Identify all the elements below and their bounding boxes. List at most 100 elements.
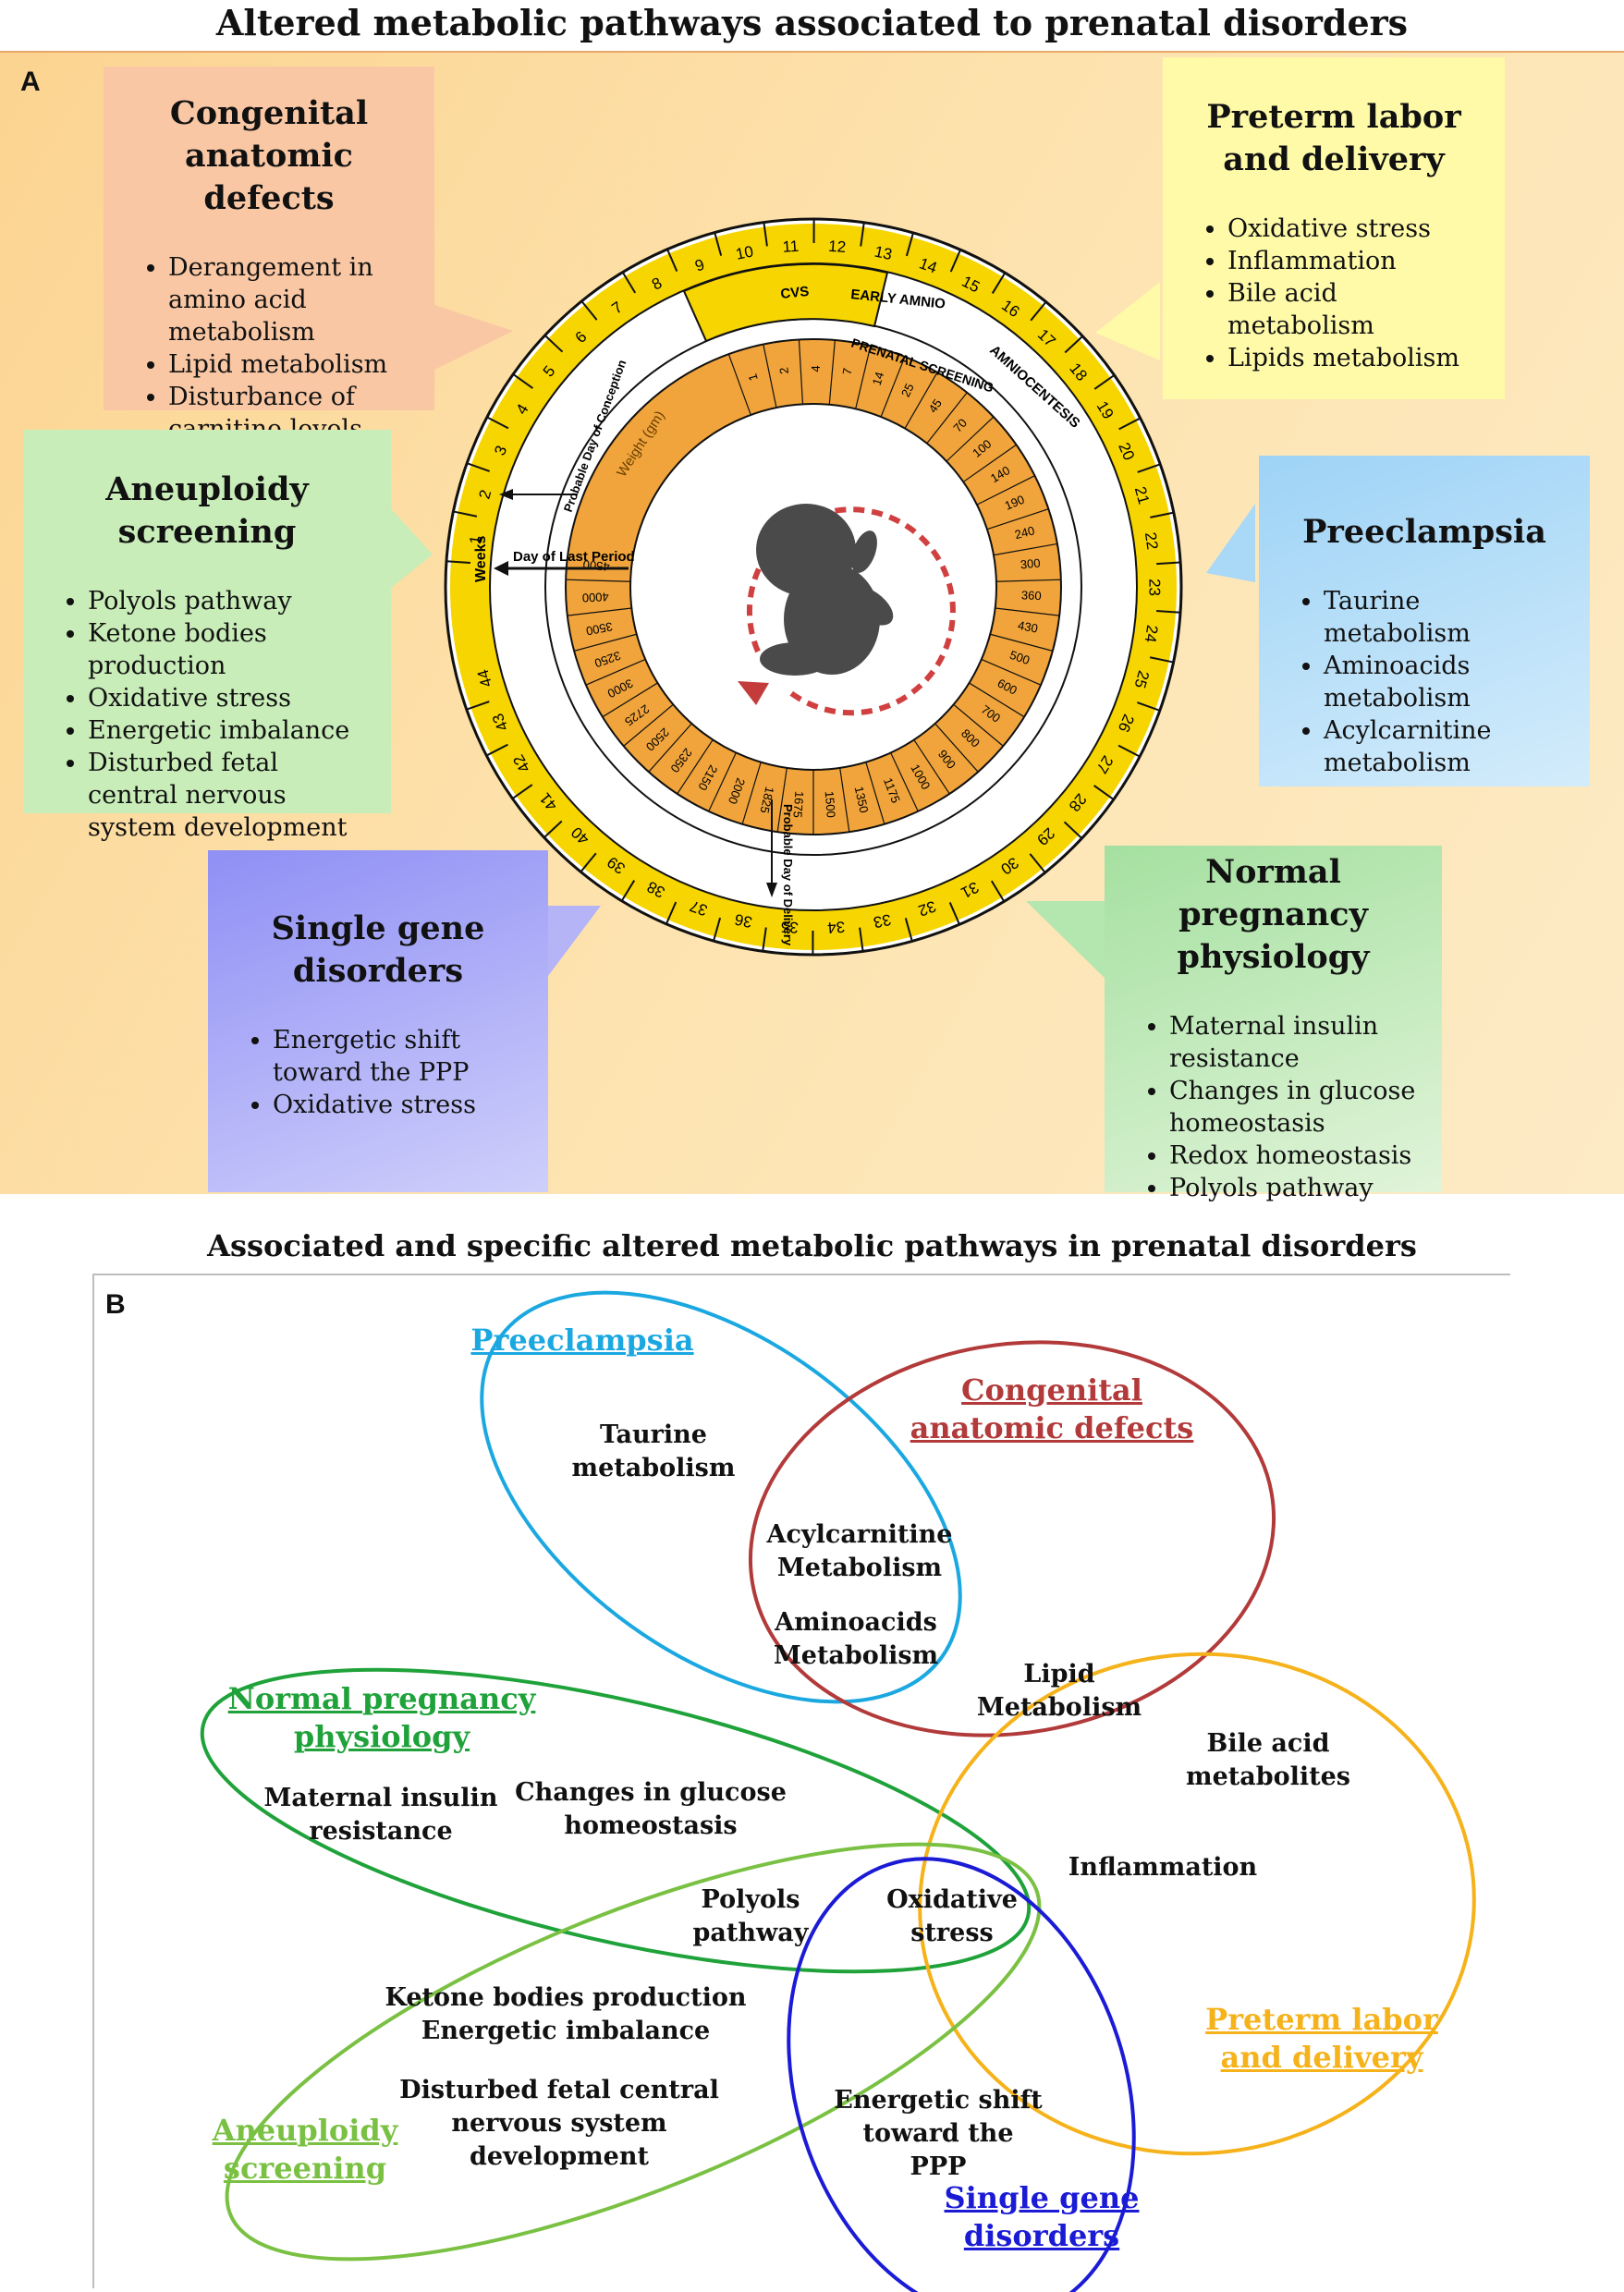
venn-item-line: Energetic shift xyxy=(834,2086,1043,2115)
week-tick xyxy=(1118,417,1142,431)
week-tick xyxy=(762,927,767,952)
venn-item-line: nervous system xyxy=(451,2109,667,2138)
venn-item-line: metabolites xyxy=(1186,1762,1350,1791)
week-label: 35 xyxy=(780,918,799,936)
week-label: 21 xyxy=(1131,484,1153,506)
pathway-item: Disturbed fetal central nervous system d… xyxy=(88,747,371,844)
weight-cell-divider xyxy=(913,739,950,795)
week-label: 13 xyxy=(873,243,893,263)
weight-cell-divider xyxy=(995,579,1061,582)
week-tick xyxy=(905,232,914,257)
venn-heading-line: Single gene xyxy=(944,2180,1140,2215)
callout-pointer-normal xyxy=(1026,901,1106,980)
week-tick xyxy=(1064,335,1083,354)
panel-b-title: Associated and specific altered metaboli… xyxy=(207,1228,1417,1263)
pathway-item: Oxidative stress xyxy=(1227,213,1484,245)
weight-value: 500 xyxy=(1008,648,1032,667)
venn-heading-line: Aneuploidy xyxy=(212,2113,398,2148)
week-tick xyxy=(580,300,598,321)
box-aneuploidy-screening: Aneuploidy screening Polyols pathway Ket… xyxy=(23,430,391,842)
pathway-item: Inflammation xyxy=(1227,245,1484,277)
weight-cell-divider xyxy=(934,723,979,773)
pathway-item: Polyols pathway xyxy=(1169,1172,1422,1204)
week-tick xyxy=(1117,744,1141,758)
week-tick xyxy=(1156,609,1181,614)
venn-heading-line: anatomic defects xyxy=(910,1410,1194,1445)
weight-cell-divider xyxy=(776,767,788,833)
week-tick xyxy=(948,902,960,925)
venn-heading-line: and delivery xyxy=(1220,2040,1423,2075)
weight-cell-divider xyxy=(566,579,631,582)
weight-cell-divider xyxy=(981,658,1042,686)
weight-cell-divider xyxy=(741,762,762,824)
venn-item-line: Oxidative xyxy=(886,1885,1018,1914)
callout-pointer-aneuploidy xyxy=(386,504,433,591)
venn-item-line: Metabolism xyxy=(776,1554,943,1582)
weight-cell-divider xyxy=(677,739,714,795)
weeks-label: Weeks xyxy=(473,535,489,582)
week-label: 10 xyxy=(734,242,754,262)
venn-item-line: Changes in glucose xyxy=(515,1778,787,1807)
weight-cell-divider xyxy=(727,353,751,416)
weight-value: 4 xyxy=(809,365,823,372)
week-label: 25 xyxy=(1130,668,1152,689)
callout-pointer-congenital xyxy=(434,305,513,370)
weight-value: 14 xyxy=(870,370,887,386)
week-label: 36 xyxy=(733,910,753,931)
venn-item-line: Inflammation xyxy=(1068,1853,1258,1882)
callout-pointer-single-gene xyxy=(545,906,601,980)
box-preterm-labor: Preterm labor and delivery Oxidative str… xyxy=(1163,57,1505,399)
pathway-list: Oxidative stress Inflammation Bile acid … xyxy=(1183,213,1484,374)
weight-cell-divider xyxy=(623,703,674,747)
pathway-list: Energetic shift toward the PPP Oxidative… xyxy=(228,1024,528,1121)
venn-heading-line: Congenital xyxy=(961,1372,1142,1408)
week-tick xyxy=(991,272,1007,294)
venn-item-line: Polyols xyxy=(701,1885,800,1914)
week-tick xyxy=(1137,463,1161,473)
venn-item-line: Bile acid xyxy=(1206,1729,1330,1758)
week-label: 24 xyxy=(1142,624,1161,643)
week-tick xyxy=(543,820,563,838)
week-tick xyxy=(453,510,478,518)
week-tick xyxy=(904,918,913,942)
weight-cell-divider xyxy=(855,346,872,409)
venn-item-line: resistance xyxy=(309,1817,453,1846)
pathway-item: Derangement in amino acid metabolism xyxy=(168,251,414,348)
weight-value: 7 xyxy=(840,367,855,376)
weight-cell-divider xyxy=(839,767,850,833)
panel-b-label: B xyxy=(105,1289,126,1320)
venn-item-line: Disturbed fetal central xyxy=(399,2076,719,2104)
week-tick xyxy=(859,927,864,952)
weight-cell-divider xyxy=(648,723,692,773)
weight-cell-divider xyxy=(573,633,637,652)
venn-item-line: Ketone bodies production xyxy=(385,1983,747,2012)
box-normal-pregnancy: Normal pregnancy physiology Maternal ins… xyxy=(1105,846,1442,1202)
venn-heading-line: Preterm labor xyxy=(1205,2002,1438,2037)
week-label: 1 xyxy=(466,534,484,545)
venn-item-line: Acylcarnitine xyxy=(766,1520,953,1549)
callout-pointer-preeclampsia xyxy=(1206,504,1255,582)
weight-cell-divider xyxy=(986,508,1049,530)
weight-value: 45 xyxy=(925,396,945,415)
weight-value: 1 xyxy=(745,372,760,383)
weight-value: 3500 xyxy=(585,619,614,638)
procedure-band-cvs xyxy=(682,262,889,343)
weight-cell-divider xyxy=(962,444,1017,482)
weight-value: 25 xyxy=(898,381,917,399)
week-label: 23 xyxy=(1146,579,1164,596)
venn-item-line: Metabolism xyxy=(773,1641,939,1670)
pathway-item: Oxidative stress xyxy=(88,682,371,714)
week-label: 22 xyxy=(1142,531,1161,551)
week-tick xyxy=(621,272,637,294)
weight-value: 1500 xyxy=(823,790,838,818)
venn-heading-line: disorders xyxy=(963,2218,1120,2253)
